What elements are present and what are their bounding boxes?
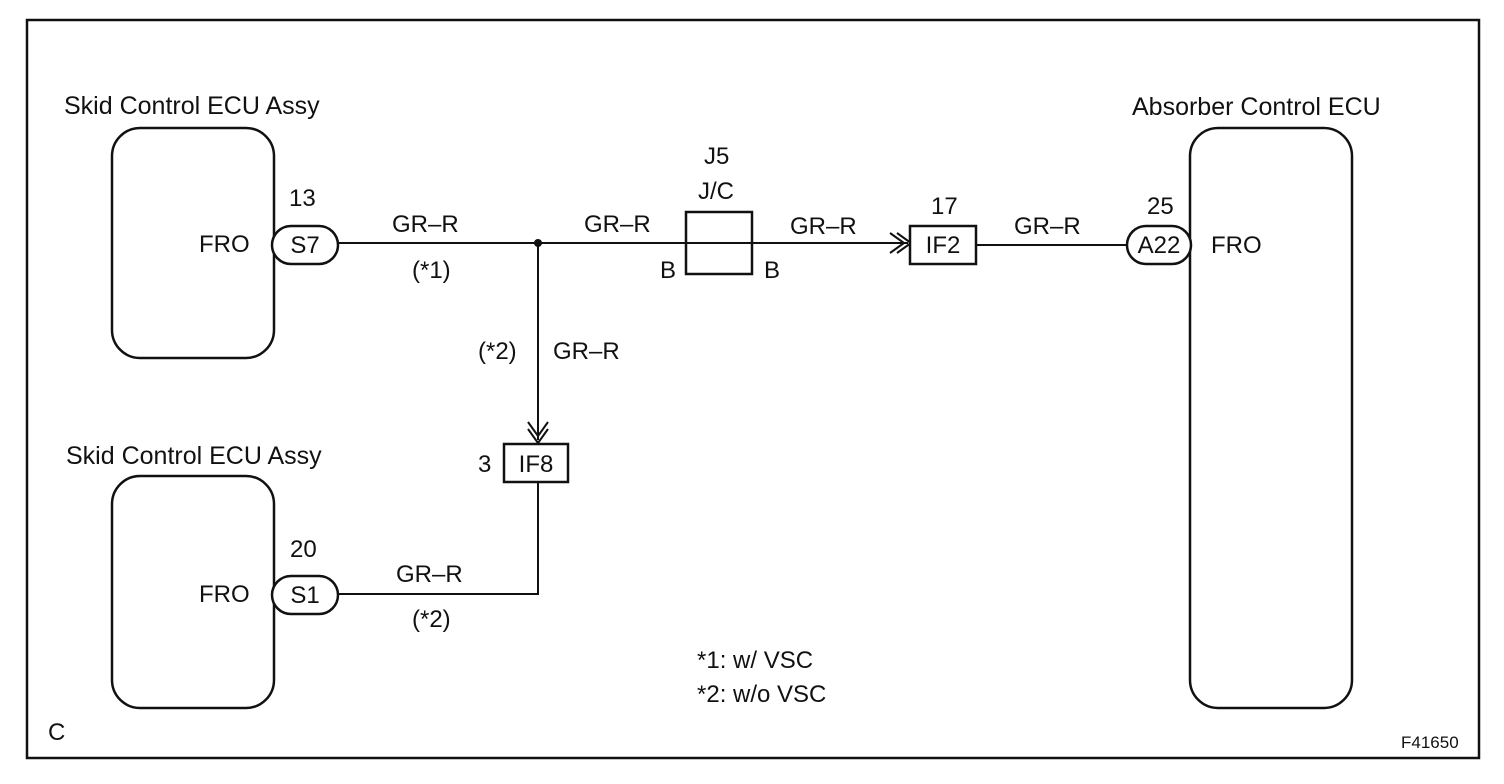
connector-if8 [502,442,570,484]
splice-point [534,239,542,247]
connector-s7-label: S7 [290,232,319,259]
connector-s1-label: S1 [290,582,319,609]
ecu-top-left-pin: 13 [289,185,316,212]
connector-if2 [908,224,978,266]
ecu-top-left-box [110,126,276,360]
junction-pin-left: B [660,257,676,284]
ecu-top-left-terminal: FRO [199,231,250,258]
legend-note-2: *2: w/o VSC [697,681,826,708]
wire5-color: GR–R [553,338,620,365]
ecu-right-box [1188,126,1354,710]
connector-if2-label: IF2 [926,232,961,259]
ecu-right-title: Absorber Control ECU [1132,93,1381,121]
connector-a22-label: A22 [1138,232,1181,259]
if8-pin: 3 [478,451,491,478]
ecu-right-terminal: FRO [1211,232,1262,259]
junction-type: J/C [698,178,734,205]
wire5-note: (*2) [478,338,517,365]
junction-pin-right: B [764,257,780,284]
ecu-right-pin: 25 [1147,193,1174,220]
wire6-color: GR–R [396,561,463,588]
wire2-color: GR–R [584,211,651,238]
corner-label: C [48,719,65,746]
connector-if8-label: IF8 [519,451,554,478]
if2-pin: 17 [931,193,958,220]
ecu-bottom-left-title: Skid Control ECU Assy [66,442,322,470]
wire3-color: GR–R [790,213,857,240]
wire1-note: (*1) [412,257,451,284]
ecu-bottom-left-box [110,474,276,710]
junction-name: J5 [704,143,729,170]
ecu-top-left-title: Skid Control ECU Assy [64,92,320,120]
ecu-bottom-left-terminal: FRO [199,581,250,608]
ecu-bottom-left-pin: 20 [290,536,317,563]
wire6-note: (*2) [412,606,451,633]
figure-code: F41650 [1401,733,1459,752]
legend-note-1: *1: w/ VSC [697,647,813,674]
connector-s7 [270,224,340,266]
diagram-frame [25,18,1481,760]
wire-s1-to-if8 [338,482,539,595]
wire4-color: GR–R [1014,213,1081,240]
wire1-color: GR–R [392,211,459,238]
